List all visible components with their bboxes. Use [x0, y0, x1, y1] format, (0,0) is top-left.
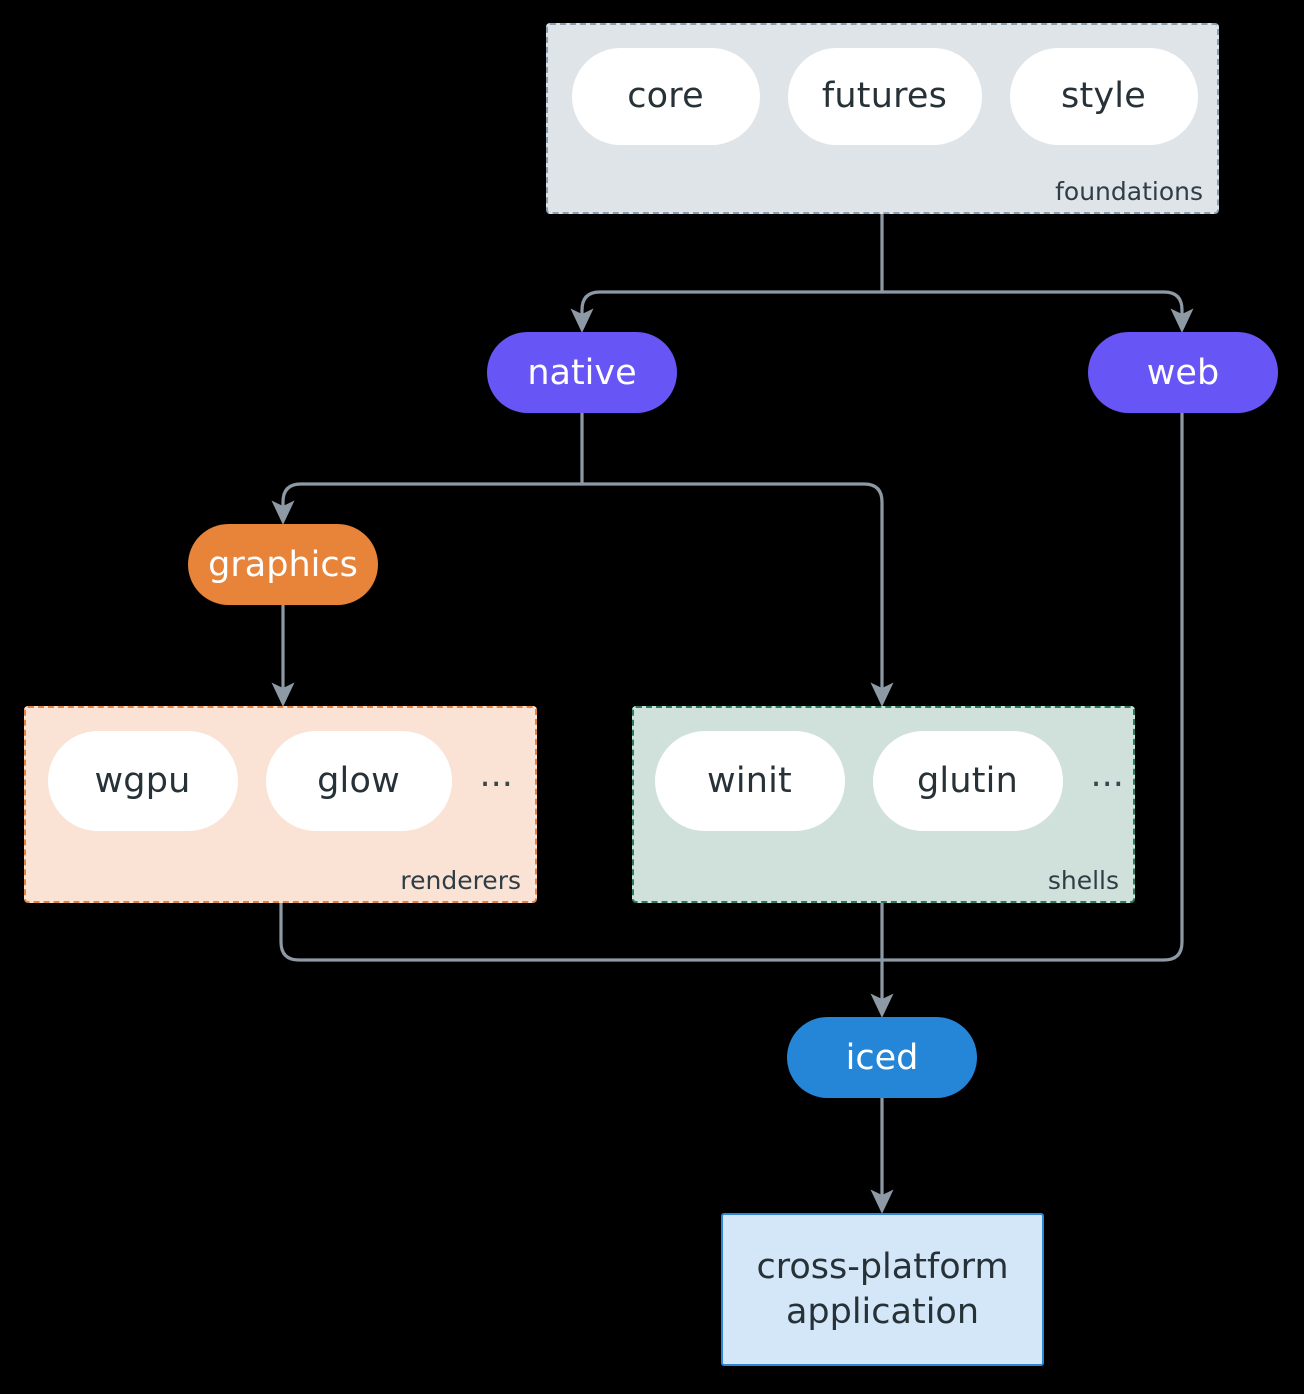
node-cross-platform-application[interactable]: cross-platform application — [721, 1213, 1044, 1366]
node-web[interactable]: web — [1088, 332, 1278, 413]
renderers-ellipsis: ... — [479, 755, 513, 795]
pill-winit[interactable]: winit — [654, 730, 845, 831]
group-foundations-label: foundations — [1055, 177, 1203, 206]
shells-ellipsis: ... — [1090, 755, 1124, 795]
pill-futures[interactable]: futures — [787, 47, 982, 145]
group-shells-items: winit glutin ... — [654, 730, 1124, 831]
edge-foundations-to-native — [570, 290, 884, 333]
edge-foundations-to-web — [880, 290, 1194, 333]
edge-native-to-graphics — [271, 482, 584, 525]
pill-core[interactable]: core — [571, 47, 760, 145]
group-renderers-label: renderers — [400, 866, 521, 895]
pill-glow[interactable]: glow — [265, 730, 452, 831]
group-foundations: core futures style foundations — [546, 23, 1219, 214]
group-renderers: wgpu glow ... renderers — [24, 706, 537, 903]
pill-style[interactable]: style — [1009, 47, 1198, 145]
node-native[interactable]: native — [487, 332, 677, 413]
pill-glutin[interactable]: glutin — [872, 730, 1063, 831]
group-renderers-items: wgpu glow ... — [47, 730, 513, 831]
pill-wgpu[interactable]: wgpu — [47, 730, 238, 831]
edge-native-to-shells — [580, 482, 894, 707]
node-graphics[interactable]: graphics — [188, 524, 378, 605]
node-iced[interactable]: iced — [787, 1017, 977, 1098]
group-shells-label: shells — [1047, 866, 1119, 895]
group-shells: winit glutin ... shells — [632, 706, 1135, 903]
edge-renderers-to-iced — [279, 901, 884, 962]
group-foundations-items: core futures style — [571, 47, 1198, 145]
